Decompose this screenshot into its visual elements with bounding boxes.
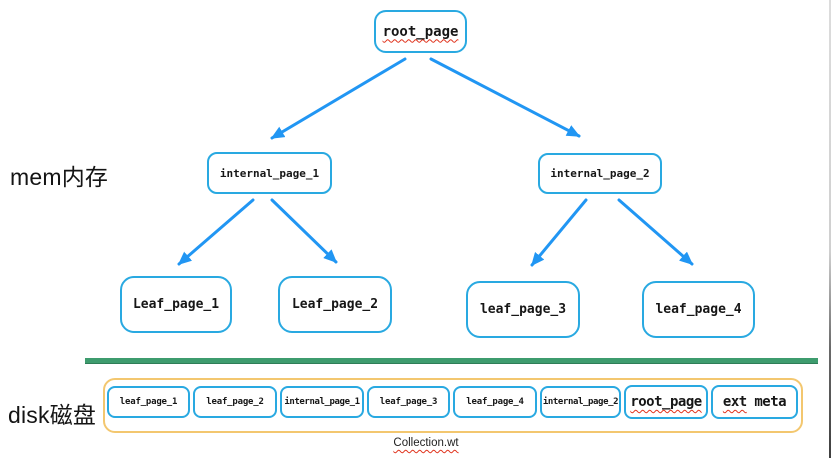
arrow-internal2-to-leaf3 (530, 198, 588, 267)
disk-page-leaf-page-2[interactable]: leaf_page_2 (193, 386, 277, 418)
disk-page-leaf-page-1[interactable]: leaf_page_1 (107, 386, 190, 418)
tree-node-internal-page-1[interactable]: internal_page_1 (207, 152, 332, 194)
disk-page-leaf-page-1-label: leaf_page_1 (119, 397, 178, 407)
arrow-root-to-internal-1 (270, 57, 407, 140)
arrow-internal1-to-leaf2 (270, 198, 338, 264)
arrow-internal1-to-leaf1 (177, 198, 255, 266)
tree-node-internal-page-1-label: internal_page_1 (219, 166, 320, 180)
disk-page-leaf-page-4-label: leaf_page_4 (466, 397, 524, 407)
disk-page-ext-meta-word2: meta (754, 394, 787, 410)
tree-node-leaf-page-3[interactable]: leaf_page_3 (466, 281, 580, 338)
disk-page-internal-page-2-label: internal_page_2 (542, 397, 619, 407)
disk-page-ext-meta-word1: ext (722, 394, 747, 410)
tree-node-root-page-label: root_page (382, 23, 459, 40)
collection-file-caption-text: Collection.wt (393, 437, 459, 449)
tree-node-leaf-page-2-label: Leaf_page_2 (291, 297, 379, 312)
tree-node-leaf-page-3-label: leaf_page_3 (479, 302, 567, 317)
disk-page-ext-meta[interactable]: ext meta (711, 385, 798, 419)
mem-disk-divider (85, 358, 818, 364)
collection-file-caption: Collection.wt (340, 437, 512, 449)
tree-node-internal-page-2-label: internal_page_2 (550, 167, 650, 180)
disk-page-internal-page-1-label: internal_page_1 (284, 397, 360, 407)
window-right-edge (829, 0, 831, 458)
tree-node-leaf-page-1[interactable]: Leaf_page_1 (120, 276, 232, 333)
disk-page-root-page[interactable]: root_page (624, 385, 708, 419)
disk-page-leaf-page-3-label: leaf_page_3 (379, 397, 438, 407)
tree-node-root-page[interactable]: root_page (374, 10, 467, 53)
mem-zone-label: mem内存 (10, 164, 109, 190)
disk-page-internal-page-1[interactable]: internal_page_1 (280, 386, 364, 418)
tree-node-leaf-page-4[interactable]: leaf_page_4 (642, 281, 755, 338)
tree-node-leaf-page-4-label: leaf_page_4 (655, 302, 742, 317)
disk-page-internal-page-2[interactable]: internal_page_2 (540, 386, 621, 418)
tree-node-leaf-page-1-label: Leaf_page_1 (132, 297, 220, 312)
disk-page-leaf-page-2-label: leaf_page_2 (206, 397, 264, 407)
arrow-root-to-internal-2 (429, 57, 581, 138)
disk-page-leaf-page-3[interactable]: leaf_page_3 (367, 386, 450, 418)
disk-page-root-page-label: root_page (630, 394, 702, 410)
disk-page-leaf-page-4[interactable]: leaf_page_4 (453, 386, 537, 418)
arrow-internal2-to-leaf4 (617, 198, 694, 266)
disk-zone-label: disk磁盘 (8, 402, 97, 428)
tree-node-internal-page-2[interactable]: internal_page_2 (538, 153, 662, 194)
tree-node-leaf-page-2[interactable]: Leaf_page_2 (278, 276, 392, 333)
